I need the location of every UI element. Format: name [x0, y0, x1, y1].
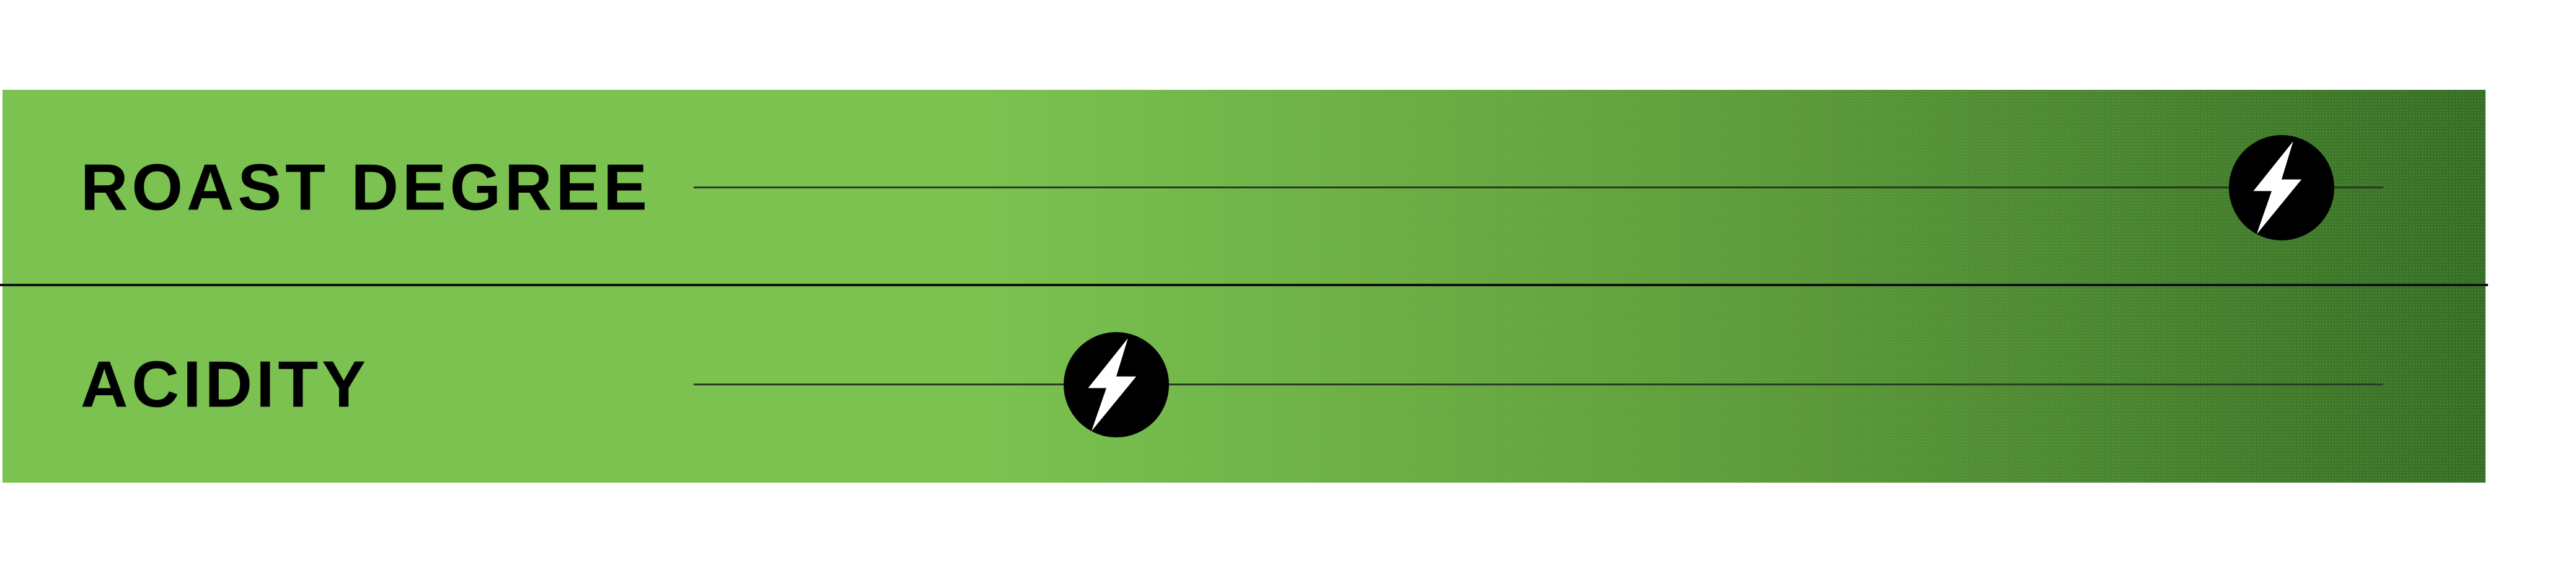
acidity-slider-handle[interactable]: [1063, 332, 1169, 437]
roast-degree-track[interactable]: [694, 186, 2383, 188]
roast-degree-label: ROAST DEGREE: [81, 151, 651, 224]
acidity-track[interactable]: [694, 384, 2383, 385]
row-divider: [0, 284, 2488, 286]
lightning-bolt-icon: [2253, 141, 2302, 234]
slider-row-roast-degree: ROAST DEGREE: [2, 90, 2486, 286]
acidity-label: ACIDITY: [81, 348, 369, 421]
flavor-profile-panel: ROAST DEGREE ACIDITY: [0, 90, 2488, 483]
roast-degree-slider-handle[interactable]: [2229, 135, 2335, 240]
lightning-bolt-icon: [1087, 338, 1136, 431]
slider-row-acidity: ACIDITY: [2, 287, 2486, 483]
